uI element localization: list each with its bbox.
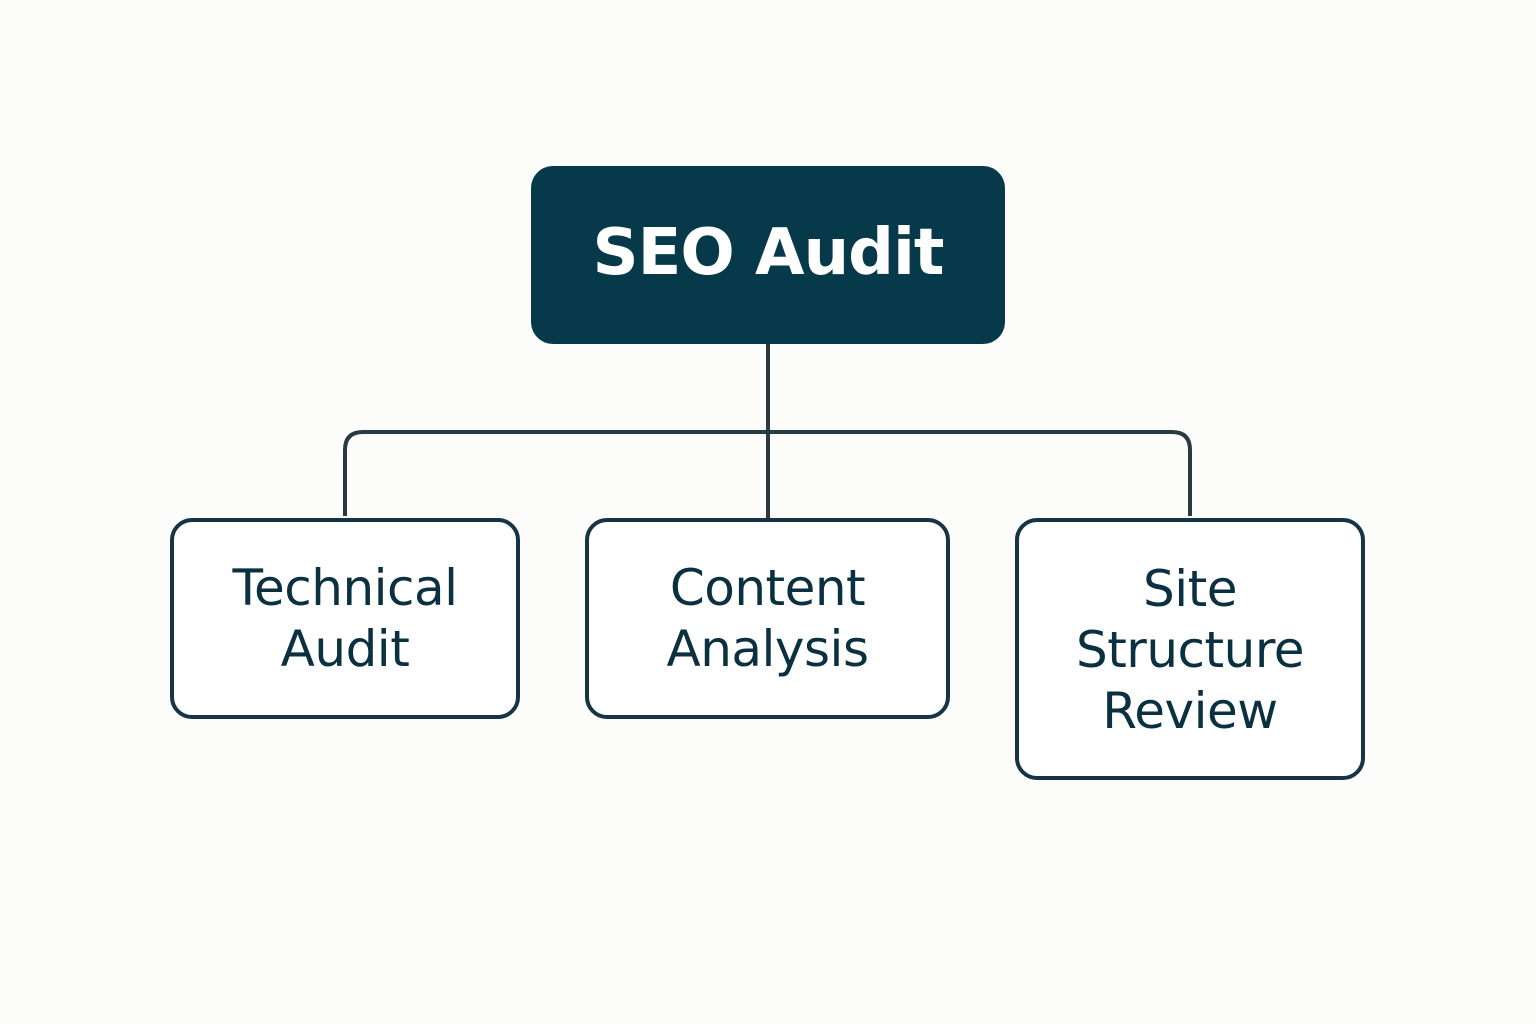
child-node-label: Site Structure Review bbox=[1075, 559, 1305, 740]
root-node-label: SEO Audit bbox=[592, 216, 945, 290]
connector-horizontal-bus bbox=[343, 430, 1192, 516]
child-node-label: Content Analysis bbox=[666, 558, 869, 678]
child-node-label: Technical Audit bbox=[232, 558, 458, 678]
child-node-site-structure-review: Site Structure Review bbox=[1015, 518, 1365, 780]
root-node-seo-audit: SEO Audit bbox=[531, 166, 1005, 344]
child-node-technical-audit: Technical Audit bbox=[170, 518, 520, 719]
child-node-content-analysis: Content Analysis bbox=[585, 518, 950, 719]
